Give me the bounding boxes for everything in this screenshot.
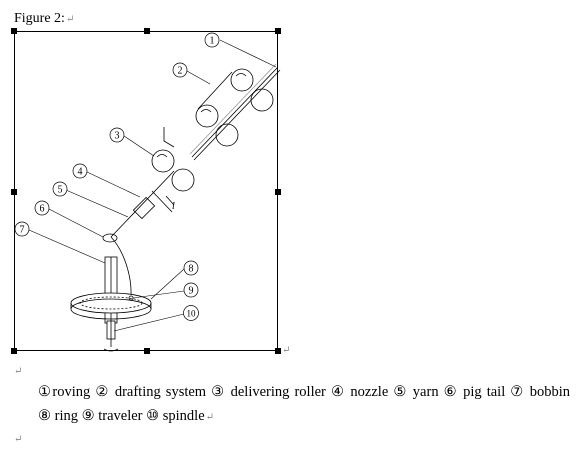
leader-8: [150, 268, 185, 300]
spinning-diagram: l 1 2 3 4 5 6 7 8 9 10: [11, 28, 281, 354]
caption-item-nozzle: ④ nozzle: [330, 384, 389, 400]
caption-item-traveler: ⑨ traveler: [81, 408, 143, 424]
spindle-rotation-arrow: [103, 348, 119, 352]
handle-bottom-left: [11, 348, 17, 354]
roving-line-3: [189, 63, 277, 155]
pig-tail: [102, 233, 118, 243]
caption-item-drafting-system: ② drafting system: [95, 384, 207, 400]
callout-circle-6: [34, 200, 50, 216]
handle-middle-left: [11, 189, 17, 195]
leader-9: [132, 290, 185, 299]
callout-label-6: 6: [40, 204, 45, 215]
leader-4: [86, 171, 141, 198]
nozzle-dim-1: [151, 190, 173, 213]
roller-arrow-3: [156, 154, 168, 158]
handle-top-left: [11, 28, 17, 34]
callout-label-2: 2: [178, 66, 183, 77]
empty-paragraph-mark-1: ↵: [14, 366, 23, 377]
nozzle-shape: [132, 196, 156, 220]
caption-paragraph-mark: ↵: [205, 412, 215, 423]
callout-circle-5: [52, 181, 68, 197]
callout-label-7: 7: [20, 225, 25, 236]
spacing-label: l: [172, 201, 175, 212]
drafting-roller-bottom-1: [250, 88, 274, 112]
caption-item-yarn: ⑤ yarn: [393, 384, 439, 400]
paragraph-mark: ↵: [65, 14, 75, 25]
callout-label-8: 8: [189, 264, 194, 275]
callout-label-3: 3: [115, 131, 120, 142]
caption-item-bobbin: ⑦ bobbin: [510, 384, 571, 400]
callout-label-10: 10: [187, 309, 197, 319]
caption-item-ring: ⑧ ring: [38, 408, 78, 424]
yarn-balloon: [110, 236, 132, 298]
ring-inner: [79, 296, 143, 310]
drafting-roller-bottom-2: [215, 123, 239, 147]
roller-arrow-1: [235, 73, 247, 77]
leader-3: [123, 135, 155, 157]
callout-circle-7: [14, 221, 30, 237]
callout-label-4: 4: [78, 167, 83, 178]
drafting-zone-bracket: [163, 127, 175, 148]
delivering-roller-top: [151, 149, 175, 173]
leader-2: [186, 70, 211, 85]
callout-circle-9: [183, 282, 199, 298]
drafting-roller-top-1: [230, 68, 254, 92]
callout-circle-2: [172, 62, 188, 78]
handle-bottom-right: [275, 348, 281, 354]
figure-title: Figure 2:↵: [14, 11, 74, 28]
callout-label-1: 1: [210, 36, 215, 47]
roving-line: [191, 66, 279, 158]
figure-title-text: Figure 2:: [14, 11, 65, 26]
handle-bottom-middle: [144, 348, 150, 354]
caption-item-spindle: ⑩ spindle: [146, 408, 205, 424]
callout-label-9: 9: [189, 286, 194, 297]
yarn-line: [110, 170, 175, 238]
callouts: 1 2 3 4 5 6 7 8 9 10: [14, 32, 220, 321]
nozzle-dim-2: [165, 195, 175, 206]
leader-6: [48, 208, 104, 238]
figure-caption: ①roving ② drafting system ③ delivering r…: [38, 380, 570, 430]
callout-circle-4: [72, 163, 88, 179]
callout-label-5: 5: [58, 185, 63, 196]
delivering-roller-bottom: [171, 168, 195, 192]
resize-handles[interactable]: [11, 28, 281, 354]
handle-top-right: [275, 28, 281, 34]
handle-top-middle: [144, 28, 150, 34]
caption-item-roving: ①roving: [38, 384, 91, 400]
callout-circle-1: [204, 32, 220, 48]
frame-paragraph-mark: ↵: [282, 345, 291, 356]
leader-1: [219, 39, 277, 68]
leader-5: [65, 189, 129, 218]
leader-10: [113, 313, 185, 332]
handle-middle-right: [275, 189, 281, 195]
caption-item-pig-tail: ⑥ pig tail: [443, 384, 506, 400]
roving-line-2: [193, 69, 281, 161]
roller-arrow-2: [200, 109, 212, 113]
empty-paragraph-mark-2: ↵: [14, 434, 23, 445]
leader-7: [28, 229, 106, 264]
figure-frame[interactable]: l 1 2 3 4 5 6 7 8 9 10: [11, 28, 281, 354]
callout-circle-3: [109, 127, 125, 143]
caption-item-delivering-roller: ③ delivering roller: [211, 384, 326, 400]
apron-line-1: [197, 71, 233, 110]
drafting-roller-top-2: [195, 104, 219, 128]
callout-circle-10: [183, 305, 199, 321]
callout-circle-8: [183, 260, 199, 276]
ring-rail-top: [70, 292, 152, 314]
